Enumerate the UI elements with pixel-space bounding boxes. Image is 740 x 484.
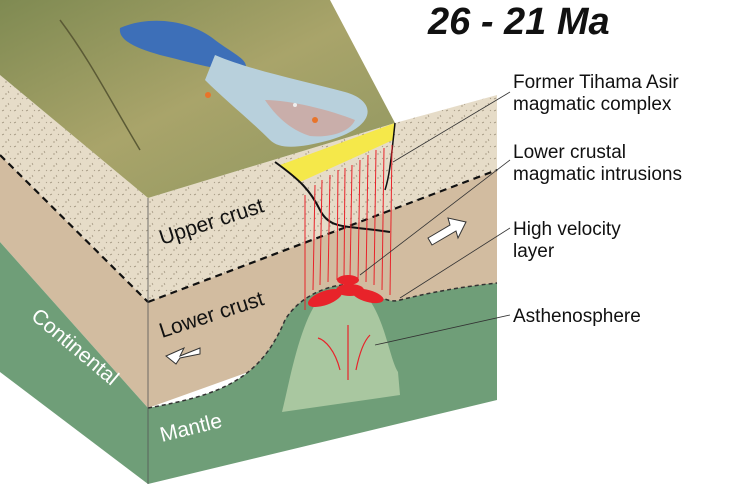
callout-intrusions: Lower crustal magmatic intrusions	[513, 142, 682, 185]
front-face	[147, 95, 498, 484]
leader-lines	[359, 91, 511, 346]
rift-zone	[274, 122, 396, 380]
callout-line2: magmatic intrusions	[513, 164, 682, 185]
upper-lower-boundary	[147, 168, 498, 304]
volcano-icon	[293, 103, 297, 107]
callout-high-velocity: High velocity layer	[513, 219, 621, 262]
upper-lower-boundary-side	[0, 154, 149, 303]
volcano-icon	[312, 117, 318, 123]
callout-line2: layer	[513, 241, 555, 262]
sediment-wedge	[280, 123, 395, 182]
high-velocity-layer	[307, 275, 384, 308]
callout-line1: Asthenosphere	[513, 306, 641, 327]
extension-arrow-left-icon	[165, 346, 201, 365]
callout-line1: High velocity	[513, 219, 621, 240]
magmatic-dikes	[304, 144, 393, 310]
extension-arrow-right-icon	[427, 217, 467, 246]
asthenosphere-dome	[282, 287, 400, 412]
terrain-surface	[0, 0, 395, 198]
left-side-face	[0, 75, 149, 484]
volcano-icon	[205, 92, 211, 98]
callout-line2: magmatic complex	[513, 94, 672, 115]
age-title: 26 - 21 Ma	[427, 1, 610, 43]
upwelling-arrows	[317, 325, 371, 380]
callout-line1: Former Tihama Asir	[513, 72, 679, 93]
callout-asthenosphere: Asthenosphere	[513, 306, 641, 327]
callout-magmatic-complex: Former Tihama Asir magmatic complex	[513, 72, 679, 115]
callout-line1: Lower crustal	[513, 142, 626, 163]
